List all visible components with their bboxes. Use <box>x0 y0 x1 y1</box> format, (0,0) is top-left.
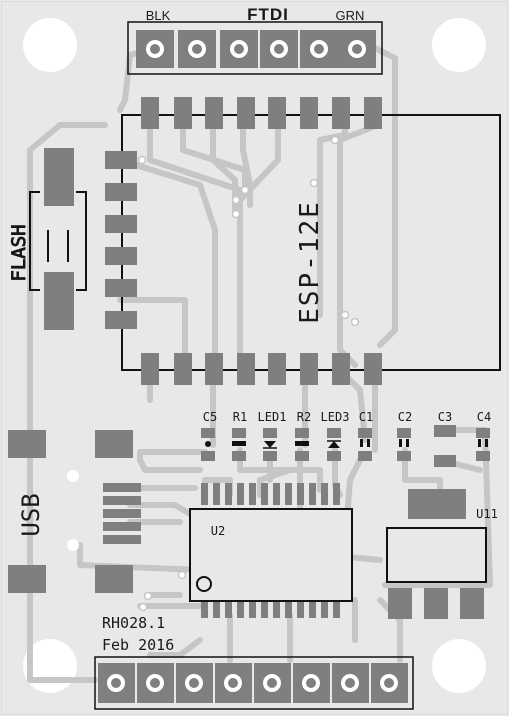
via <box>231 209 241 219</box>
ftdi-header-outline <box>127 21 383 75</box>
via <box>340 310 350 320</box>
ic-u2-bottom-pins <box>201 596 340 618</box>
label-c5: C5 <box>203 410 217 424</box>
component-c2 <box>397 428 411 461</box>
via <box>350 317 360 327</box>
regulator-u11-pin <box>424 588 448 619</box>
date-label: Feb 2016 <box>102 636 174 654</box>
label-r1: R1 <box>233 410 247 424</box>
flash-switch-bracket-left <box>29 191 40 291</box>
mounting-hole <box>432 18 486 72</box>
esp-bottom-pads <box>141 353 382 385</box>
usb-shield-pad <box>8 565 46 593</box>
regulator-u11-body <box>386 527 487 583</box>
ic-u2-pin1-marker <box>196 576 212 592</box>
ic-u2-body <box>189 508 353 602</box>
esp-top-pads <box>141 97 382 129</box>
component-c4 <box>476 428 490 461</box>
flash-switch-label: FLASH <box>8 224 30 281</box>
esp-module: ESP-12E <box>105 97 501 385</box>
label-led3: LED3 <box>321 410 350 424</box>
via <box>137 155 147 165</box>
regulator-u11: U11 <box>386 489 498 619</box>
bottom-header-outline <box>94 656 414 710</box>
component-c3 <box>434 425 456 467</box>
usb-signal-pads <box>103 483 141 544</box>
ic-u2-label: U2 <box>211 524 225 538</box>
label-c4: C4 <box>477 410 491 424</box>
component-r2 <box>295 428 309 461</box>
esp-module-label: ESP-12E <box>295 200 325 324</box>
label-c3: C3 <box>438 410 452 424</box>
component-led1 <box>263 428 277 461</box>
flash-switch-bracket-right <box>76 191 87 291</box>
usb-locating-hole <box>67 470 79 482</box>
vias <box>137 135 360 612</box>
mounting-hole <box>432 639 486 693</box>
label-led1: LED1 <box>258 410 287 424</box>
ic-u2-top-pins <box>201 483 340 505</box>
via <box>138 602 148 612</box>
via <box>177 570 187 580</box>
label-c1: C1 <box>359 410 373 424</box>
usb-shield-pad <box>95 430 133 458</box>
via <box>231 195 241 205</box>
via <box>240 185 250 195</box>
flash-switch: FLASH <box>8 148 87 330</box>
regulator-u11-label: U11 <box>476 507 498 521</box>
usb-label: USB <box>17 493 45 536</box>
via <box>330 135 340 145</box>
bottom-header <box>94 656 414 710</box>
component-c1 <box>358 428 372 461</box>
regulator-u11-tab <box>408 489 466 519</box>
ftdi-header: FTDI BLK GRN <box>127 5 383 75</box>
revision-label: RH028.1 <box>102 614 165 632</box>
ftdi-header-pins <box>136 30 376 68</box>
pin-label-blk: BLK <box>146 8 171 23</box>
flash-switch-pad-top <box>44 148 74 206</box>
label-c2: C2 <box>398 410 412 424</box>
component-r1 <box>232 428 246 461</box>
usb-connector: USB <box>8 430 141 593</box>
ftdi-title: FTDI <box>247 5 289 24</box>
usb-shield-pad <box>8 430 46 458</box>
usb-locating-hole <box>67 539 79 551</box>
component-c5 <box>201 428 215 461</box>
via <box>143 591 153 601</box>
component-labels: C5 R1 LED1 R2 LED3 C1 C2 C3 C4 <box>203 410 491 424</box>
via <box>309 178 319 188</box>
ic-u2: U2 <box>189 483 353 618</box>
component-led3 <box>327 428 341 461</box>
regulator-u11-pin <box>460 588 484 619</box>
regulator-u11-pin <box>388 588 412 619</box>
esp-left-pads <box>105 151 137 329</box>
label-r2: R2 <box>297 410 311 424</box>
usb-shield-pad <box>95 565 133 593</box>
mounting-hole <box>23 18 77 72</box>
pin-label-grn: GRN <box>336 8 365 23</box>
flash-switch-pad-bottom <box>44 272 74 330</box>
